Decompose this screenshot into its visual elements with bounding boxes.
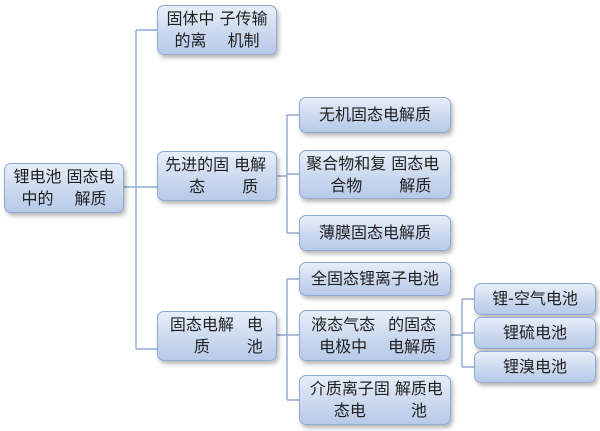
node-text-line: 解质电池 [394, 379, 443, 420]
node-advanced-electrolytes: 先进的固态 电解质 [157, 151, 277, 201]
node-li-sulfur: 锂硫电池 [474, 317, 596, 349]
node-li-bromine: 锂溴电池 [474, 351, 596, 383]
node-text-line: 子传输机制 [219, 9, 268, 50]
node-text-line: 锂溴电池 [502, 357, 567, 376]
node-text-line: 无机固态电解质 [318, 105, 431, 124]
connector-root [124, 29, 157, 350]
node-text-line: 介质离子固态电 [309, 379, 390, 420]
node-root: 锂电池中的 固态电解质 [4, 163, 124, 213]
node-text-line: 固态电解质 [169, 315, 234, 356]
connector-electrode [451, 298, 474, 368]
node-liquid-gas-electrode: 液态气态电极中 的固态电解质 [299, 310, 451, 361]
node-dielectric-ion: 介质离子固态电 解质电池 [299, 375, 451, 425]
node-text-line: 固体中的离 [166, 9, 215, 50]
connector-battery [277, 278, 299, 401]
node-li-air: 锂-空气电池 [474, 283, 596, 315]
node-text-line: 锂电池中的 [13, 167, 62, 208]
node-text-line: 固态电解质 [66, 167, 115, 208]
node-all-solid-state: 全固态锂离子电池 [299, 262, 451, 296]
node-text-line: 液态气态电极中 [311, 314, 376, 356]
node-inorganic: 无机固态电解质 [299, 97, 451, 133]
node-text-line: 薄膜固态电解质 [318, 223, 431, 242]
node-thin-film: 薄膜固态电解质 [299, 215, 451, 251]
node-electrolyte-batteries: 固态电解质 电池 [157, 311, 277, 361]
node-text-line: 锂硫电池 [502, 323, 567, 342]
node-text-line: 的固态电解质 [388, 314, 437, 356]
node-text-line: 聚合物和复合物 [306, 153, 387, 195]
connector-advanced [277, 114, 299, 234]
node-text-line: 电解质 [234, 155, 267, 196]
node-text-line: 固态电解质 [391, 153, 440, 195]
node-polymer-composite: 聚合物和复合物 固态电解质 [299, 150, 451, 199]
node-text-line: 电池 [246, 315, 263, 356]
node-text-line: 锂-空气电池 [492, 289, 578, 308]
node-text-line: 先进的固态 [165, 155, 230, 196]
node-ion-transport: 固体中的离 子传输机制 [157, 5, 277, 55]
node-text-line: 全固态锂离子电池 [310, 269, 439, 288]
